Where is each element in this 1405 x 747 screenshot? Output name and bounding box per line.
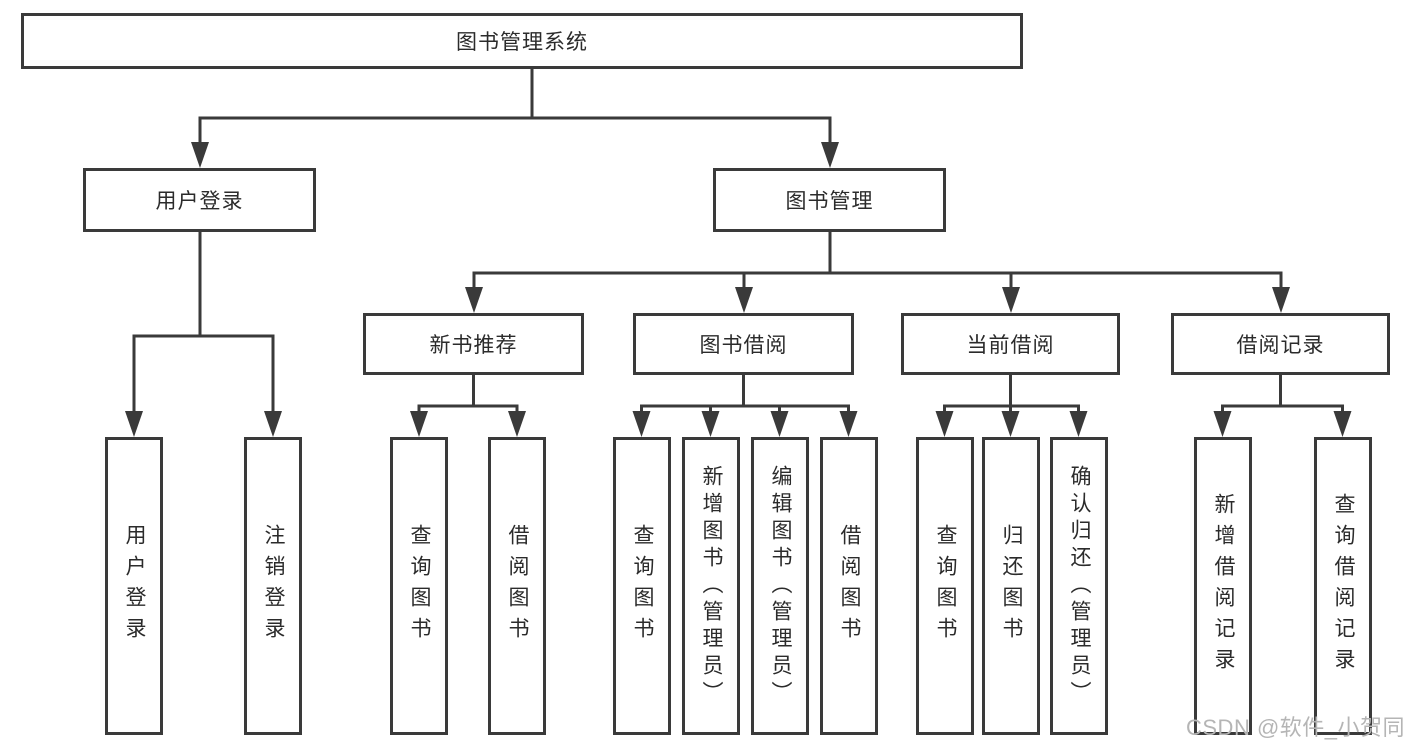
node-recommend-query-books: 查询图书 — [390, 437, 448, 735]
node-borrow-borrow-books: 借阅图书 — [820, 437, 878, 735]
node-borrow-add-books-admin: 新增图书（管理员） — [682, 437, 740, 735]
node-user-login: 用户登录 — [83, 168, 316, 232]
node-borrow-query-books: 查询图书 — [613, 437, 671, 735]
node-current-query-books: 查询图书 — [916, 437, 974, 735]
node-book-management: 图书管理 — [713, 168, 946, 232]
node-new-book-recommend: 新书推荐 — [363, 313, 584, 375]
node-records-query-record: 查询借阅记录 — [1314, 437, 1372, 735]
node-book-borrow-label: 图书借阅 — [699, 334, 788, 357]
node-book-management-label: 图书管理 — [785, 190, 874, 213]
node-current-borrow-label: 当前借阅 — [966, 334, 1055, 357]
node-login-leaf: 用户登录 — [105, 437, 163, 735]
node-current-return-books: 归还图书 — [982, 437, 1040, 735]
node-root-label: 图书管理系统 — [456, 31, 588, 54]
node-current-borrow: 当前借阅 — [901, 313, 1120, 375]
node-borrow-records: 借阅记录 — [1171, 313, 1390, 375]
node-new-book-recommend-label: 新书推荐 — [429, 334, 518, 357]
node-current-confirm-return-admin: 确认归还（管理员） — [1050, 437, 1108, 735]
node-borrow-records-label: 借阅记录 — [1236, 334, 1325, 357]
node-borrow-edit-books-admin: 编辑图书（管理员） — [751, 437, 809, 735]
node-logout-leaf: 注销登录 — [244, 437, 302, 735]
node-root: 图书管理系统 — [21, 13, 1023, 69]
node-records-add-record: 新增借阅记录 — [1194, 437, 1252, 735]
node-book-borrow: 图书借阅 — [633, 313, 854, 375]
arrowheads — [125, 142, 1352, 437]
node-recommend-borrow-books: 借阅图书 — [488, 437, 546, 735]
node-user-login-label: 用户登录 — [155, 190, 244, 213]
csdn-watermark: CSDN @软件_小贺同学 — [1186, 715, 1405, 740]
